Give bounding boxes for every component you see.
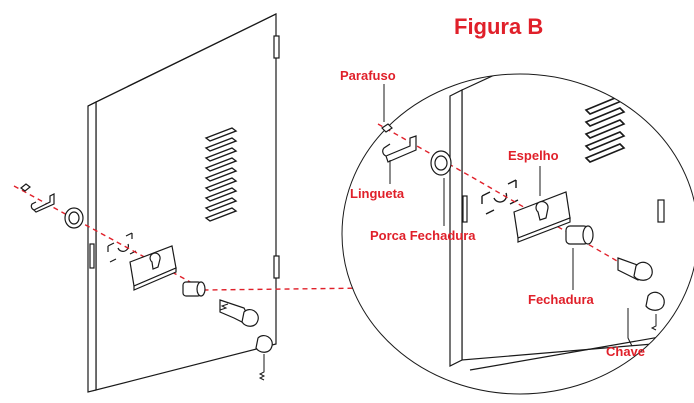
lock-nut-icon-zoom bbox=[430, 150, 452, 176]
figure-title: Figura B bbox=[454, 14, 543, 39]
leader-lines bbox=[383, 84, 633, 347]
axis-line-right bbox=[377, 123, 651, 281]
screw-icon bbox=[20, 183, 31, 192]
label-porca-fechadura: Porca Fechadura bbox=[370, 228, 476, 243]
diagram-labels: Figura B Parafuso Lingueta Porca Fechadu… bbox=[340, 14, 645, 359]
escutcheon-icon-zoom bbox=[513, 191, 571, 243]
label-chave: Chave bbox=[606, 344, 645, 359]
lock-cylinder-icon-zoom bbox=[565, 225, 594, 245]
vent-slots-left bbox=[204, 127, 238, 222]
escutcheon-icon bbox=[129, 245, 177, 291]
label-lingueta: Lingueta bbox=[350, 186, 405, 201]
lock-cutout-left bbox=[107, 232, 137, 263]
label-espelho: Espelho bbox=[508, 148, 559, 163]
screw-icon-zoom bbox=[381, 123, 393, 133]
latch-icon bbox=[30, 193, 55, 213]
latch-icon-zoom bbox=[382, 135, 417, 163]
label-fechadura: Fechadura bbox=[528, 292, 595, 307]
detail-magnifier bbox=[341, 73, 694, 395]
parts-left bbox=[20, 183, 273, 381]
lock-cylinder-icon bbox=[182, 281, 206, 297]
parts-right bbox=[381, 123, 665, 331]
cabinet-door-left bbox=[87, 13, 280, 393]
lock-nut-icon bbox=[64, 207, 84, 229]
key-icon bbox=[219, 299, 273, 381]
label-parafuso: Parafuso bbox=[340, 68, 396, 83]
key-icon-zoom bbox=[617, 257, 665, 331]
